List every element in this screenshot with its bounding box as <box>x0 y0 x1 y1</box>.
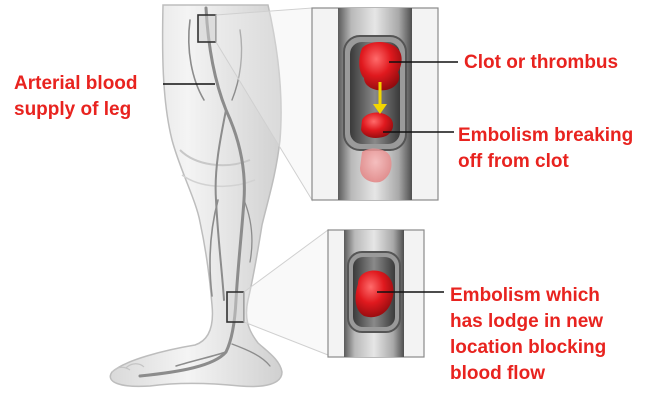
arterial-network <box>138 6 271 378</box>
lower-location-marker <box>226 291 245 323</box>
leader-lines <box>163 61 458 293</box>
label-embolism-breaking-off: Embolism breaking off from clot <box>458 125 634 172</box>
leg-outline <box>109 4 283 388</box>
label-clot-or-thrombus: Clot or thrombus <box>464 52 619 73</box>
lodged-embolism <box>355 270 394 318</box>
label-embolism-lodged: Embolism which has lodge in new location… <box>450 285 607 384</box>
upper-location-marker <box>197 14 217 43</box>
upper-zoom-panel <box>311 7 439 201</box>
clot-thrombus <box>359 42 402 91</box>
embolism-fragment <box>361 112 394 138</box>
lower-zoom-panel <box>327 229 425 358</box>
embolism-fragment-motion <box>360 148 392 183</box>
label-arterial-blood-supply: Arterial blood supply of leg <box>14 73 138 120</box>
